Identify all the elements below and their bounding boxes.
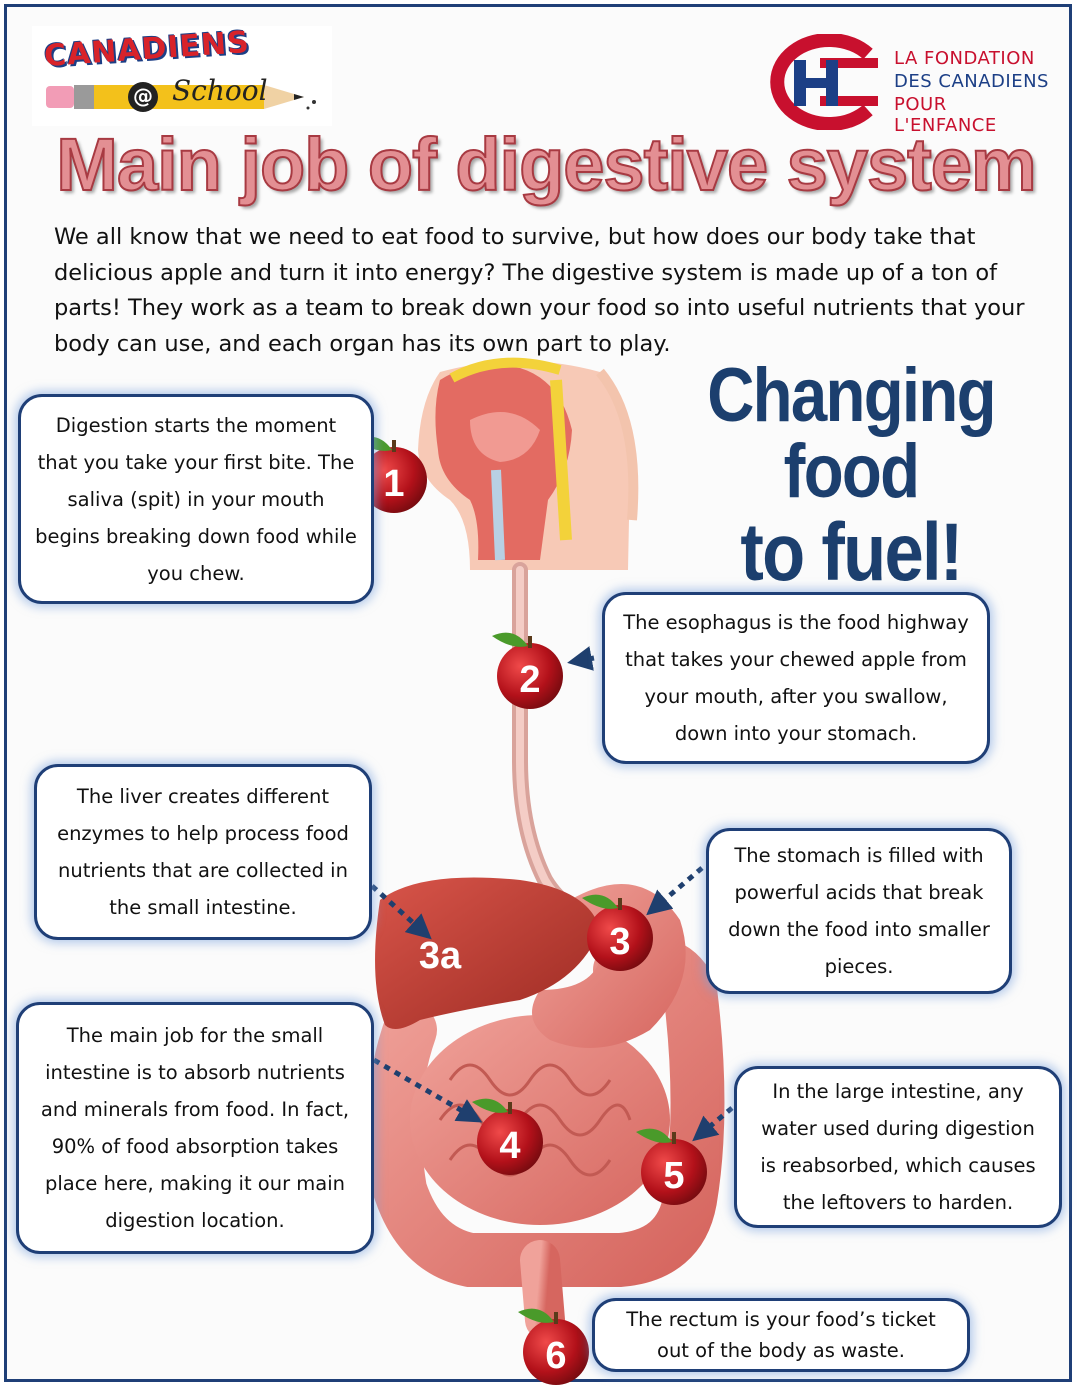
esophagus-tube <box>512 562 588 918</box>
callout-stomach-text: The stomach is filled with powerful acid… <box>728 844 990 978</box>
fondation-logo: LA FONDATION DES CANADIENS POUR L'ENFANC… <box>750 34 1050 136</box>
pointer-arrows <box>370 646 734 1142</box>
apple-marker-6 <box>518 1308 589 1385</box>
callout-small-intestine-text: The main job for the small intestine is … <box>40 1024 350 1232</box>
ch-logo-icon <box>770 34 878 130</box>
callout-liver: The liver creates different enzymes to h… <box>34 764 372 940</box>
step-number-3: 3 <box>609 921 630 963</box>
apple-marker-4 <box>472 1098 543 1175</box>
step-number-1: 1 <box>383 463 404 505</box>
step-number-4: 4 <box>499 1125 520 1167</box>
logo-school-word: School <box>172 74 268 107</box>
callout-liver-text: The liver creates different enzymes to h… <box>57 785 349 919</box>
small-intestine <box>410 1015 670 1225</box>
callout-large-intestine: In the large intestine, any water used d… <box>734 1066 1062 1228</box>
step-number-2: 2 <box>519 659 540 701</box>
callout-rectum: The rectum is your food’s ticket out of … <box>592 1298 970 1372</box>
canadiens-at-school-logo: CANADIENS @ School <box>32 25 332 126</box>
callout-large-intestine-text: In the large intestine, any water used d… <box>760 1080 1036 1214</box>
callout-mouth-text: Digestion starts the moment that you tak… <box>35 413 357 585</box>
callout-mouth: Digestion starts the moment that you tak… <box>18 394 374 604</box>
apple-marker-5 <box>636 1128 707 1205</box>
head-cross-section <box>418 357 639 570</box>
page-title: Main job of digestive system <box>55 122 1037 207</box>
apple-marker-2 <box>492 632 563 709</box>
fondation-line-1: LA FONDATION <box>894 48 1035 69</box>
callout-stomach: The stomach is filled with powerful acid… <box>706 828 1012 994</box>
at-symbol: @ <box>128 82 158 112</box>
callout-esophagus-text: The esophagus is the food highway that t… <box>623 611 969 745</box>
step-number-3a: 3a <box>419 935 462 977</box>
callout-esophagus: The esophagus is the food highway that t… <box>602 592 990 764</box>
rectum <box>520 1240 565 1340</box>
fondation-line-3: POUR L'ENFANCE <box>894 94 997 136</box>
intro-paragraph: We all know that we need to eat food to … <box>54 224 1025 357</box>
apple-marker-3 <box>582 894 653 971</box>
large-intestine <box>367 936 725 1287</box>
slogan: Changing food to fuel! <box>675 358 1028 594</box>
step-number-6: 6 <box>545 1335 566 1377</box>
fondation-line-2: DES CANADIENS <box>894 71 1049 92</box>
callout-rectum-text: The rectum is your food’s ticket out of … <box>626 1308 936 1362</box>
slogan-line-2: to fuel! <box>740 507 963 598</box>
pencil-icon <box>46 85 316 110</box>
step-number-5: 5 <box>663 1155 684 1197</box>
slogan-line-1: Changing food <box>707 353 996 514</box>
callout-small-intestine: The main job for the small intestine is … <box>16 1002 374 1254</box>
